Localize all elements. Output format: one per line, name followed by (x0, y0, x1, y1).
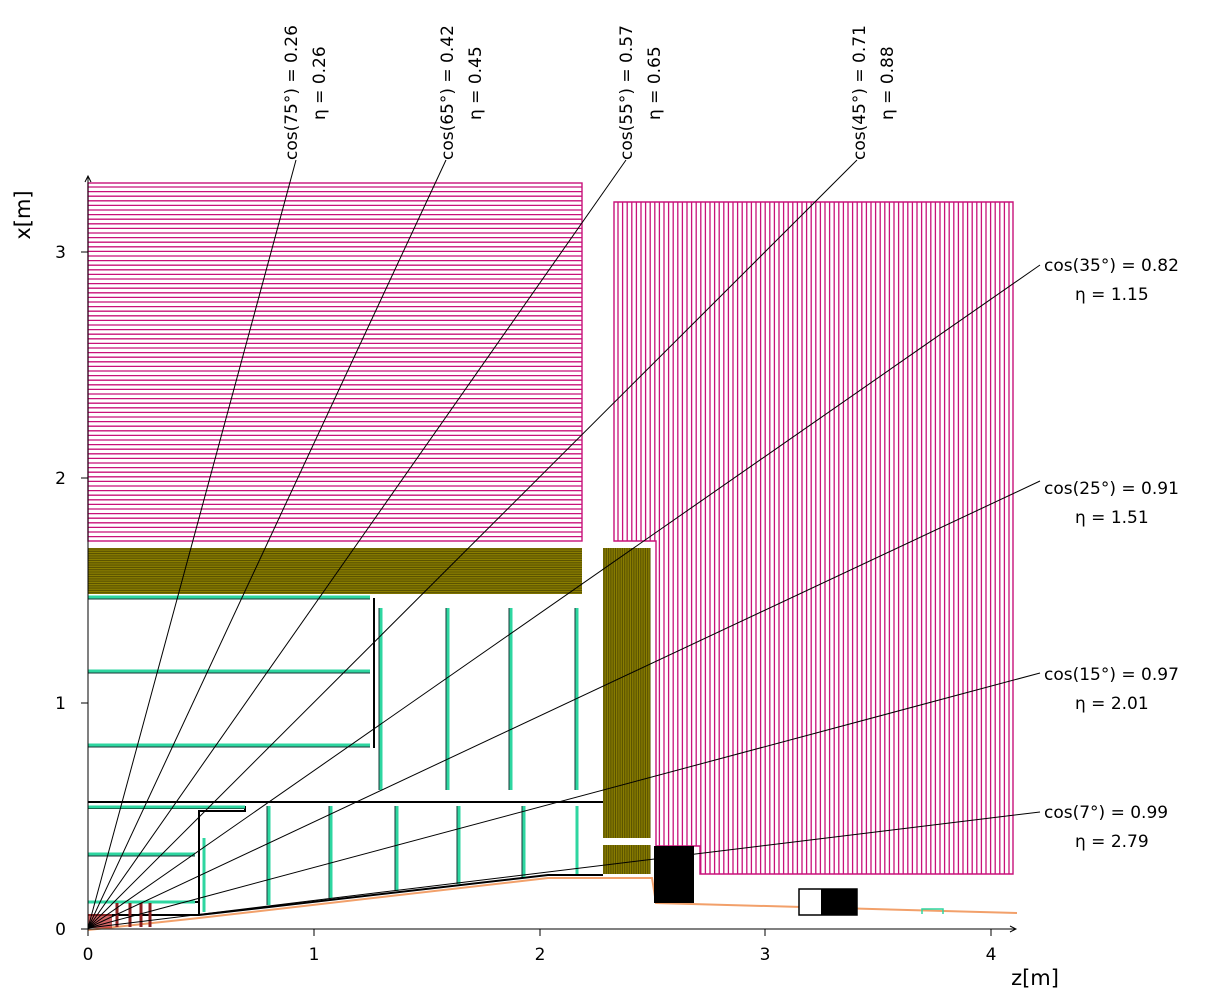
x-tick-label: 0 (83, 945, 94, 965)
angle-label-cos-55: cos(55°) = 0.57 (617, 25, 637, 160)
y-tick-label: 2 (55, 469, 66, 489)
angle-label-cos-35: cos(35°) = 0.82 (1044, 256, 1179, 276)
angle-label-cos-65: cos(65°) = 0.42 (438, 25, 458, 160)
angle-label-cos-25: cos(25°) = 0.91 (1044, 479, 1179, 499)
angle-label-eta-45: η = 0.88 (878, 46, 898, 120)
tracker-endcap-disk-outlines (266, 608, 576, 905)
barrel-calorimeter-body (88, 548, 582, 594)
x-tick-label: 3 (760, 945, 771, 965)
angle-label-eta-25: η = 1.51 (1075, 508, 1149, 528)
angle-label-cos-7: cos(7°) = 0.99 (1044, 803, 1168, 823)
angle-label-eta-15: η = 2.01 (1075, 694, 1149, 714)
angle-line-25 (87, 480, 1041, 929)
vertex-support (198, 806, 246, 915)
endcap-muon-layers (617, 202, 1010, 874)
endcap-muon-frame (613, 201, 1014, 875)
right-angle-labels: cos(35°) = 0.82 η = 1.15 cos(25°) = 0.91… (1044, 256, 1179, 852)
y-tick-label: 3 (55, 243, 66, 263)
top-angle-labels: cos(75°) = 0.26 η = 0.26 cos(65°) = 0.42… (282, 25, 898, 160)
x-axis-title: z[m] (1011, 966, 1059, 990)
angle-label-cos-75: cos(75°) = 0.26 (282, 25, 302, 160)
forward-shield-block (654, 846, 694, 903)
angle-label-eta-65: η = 0.45 (466, 46, 486, 120)
angle-line-45 (87, 159, 858, 929)
y-axis-arrow (84, 174, 92, 183)
tracker-barrel-layer-outlines (88, 598, 370, 857)
y-tick-label: 1 (55, 694, 66, 714)
inner-support-cone (88, 874, 603, 916)
angle-label-eta-55: η = 0.65 (645, 46, 665, 120)
beam-pipe (87, 877, 1018, 931)
x-tick-label: 1 (309, 945, 320, 965)
tracker-endcap-disks (202, 608, 579, 912)
x-tick-label: 4 (986, 945, 997, 965)
angle-line-35 (87, 264, 1041, 929)
angle-line-75 (87, 159, 297, 929)
y-axis-title: x[m] (11, 190, 35, 239)
forward-calorimeter-block (821, 889, 857, 915)
x-tick-label: 2 (535, 945, 546, 965)
tracker-structure (88, 598, 603, 916)
angle-line-65 (87, 159, 447, 929)
barrel-muon-layers (88, 186, 582, 538)
angle-label-eta-75: η = 0.26 (310, 46, 330, 120)
x-tick-labels: 0 1 2 3 4 (83, 945, 997, 965)
forward-elements (654, 846, 944, 916)
y-tick-label: 0 (55, 920, 66, 940)
forward-monitor (921, 908, 944, 914)
angle-line-15 (87, 672, 1041, 929)
y-tick-labels: 0 1 2 3 (55, 243, 66, 940)
angle-label-eta-35: η = 1.15 (1075, 285, 1149, 305)
polar-angle-lines (87, 159, 1041, 929)
angle-line-55 (87, 159, 627, 929)
angle-line-7 (87, 811, 1041, 929)
endcap-calorimeter (603, 548, 651, 874)
barrel-calorimeter (88, 548, 582, 594)
vertex-detector (88, 903, 152, 928)
x-axis-arrow (1009, 925, 1018, 933)
angle-label-eta-7: η = 2.79 (1075, 832, 1149, 852)
angle-label-cos-45: cos(45°) = 0.71 (850, 25, 870, 160)
axes (81, 174, 1018, 936)
angle-label-cos-15: cos(15°) = 0.97 (1044, 665, 1179, 685)
